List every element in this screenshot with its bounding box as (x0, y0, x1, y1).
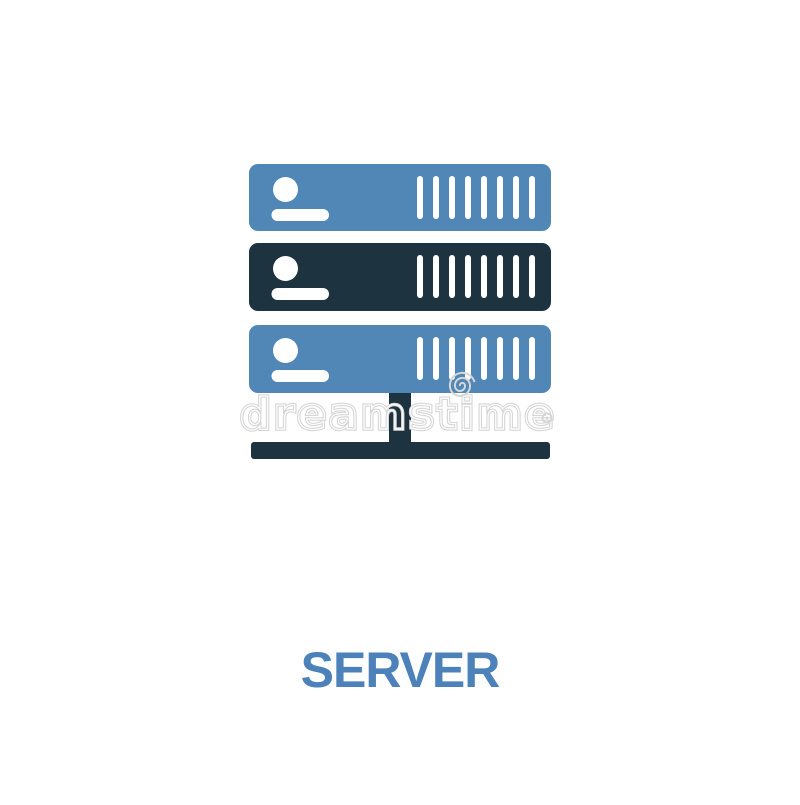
watermark: dreamstime dreamstime (238, 371, 557, 442)
watermark-text-innerline: dreamstime (240, 389, 557, 440)
stand-base-icon (251, 442, 550, 459)
server-icon (249, 164, 551, 459)
watermark-text-outline: dreamstime (240, 389, 557, 440)
caption-server-label: SERVER (300, 642, 501, 698)
watermark-dot-center-icon (545, 416, 549, 420)
watermark-dot-icon (541, 412, 553, 424)
watermark-spiral-icon (448, 371, 476, 397)
stand-post-icon (389, 393, 411, 446)
